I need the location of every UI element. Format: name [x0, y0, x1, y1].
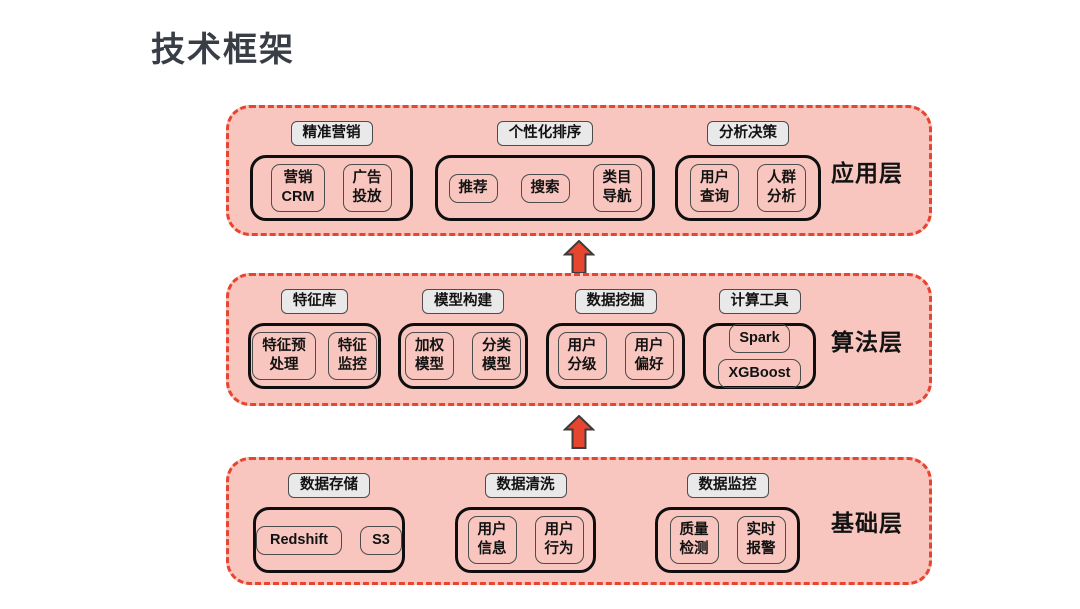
group-label: 数据监控 [686, 473, 769, 499]
item-box: 质量 检测 [669, 516, 719, 564]
group-box: 加权 模型 分类 模型 [398, 323, 528, 390]
group-box: 营销 CRM 广告 投放 [250, 155, 413, 222]
group-label: 计算工具 [718, 289, 801, 315]
item-box: Spark [729, 324, 790, 354]
group-model-building: 模型构建 加权 模型 分类 模型 [398, 289, 528, 390]
item-box: 特征 监控 [327, 332, 377, 380]
group-data-storage: 数据存储 Redshift S3 [253, 473, 405, 574]
item-box: 推荐 [448, 173, 498, 203]
group-box: 用户 查询 人群 分析 [675, 155, 821, 222]
item-box: 分类 模型 [472, 332, 521, 380]
layer-base: 数据存储 Redshift S3 数据清洗 用户 信息 用户 行为 数据监控 质… [226, 457, 932, 585]
item-box: XGBoost [718, 359, 801, 388]
group-data-mining: 数据挖掘 用户 分级 用户 偏好 [546, 289, 685, 390]
group-box: 质量 检测 实时 报警 [655, 507, 800, 574]
item-box: 类目 导航 [592, 164, 642, 212]
group-label: 分析决策 [707, 121, 789, 147]
group-box: 用户 信息 用户 行为 [455, 507, 596, 574]
group-label: 个性化排序 [496, 121, 594, 147]
group-box: 推荐 搜索 类目 导航 [435, 155, 655, 222]
group-label: 模型构建 [422, 289, 504, 315]
layer-algorithm: 特征库 特征预 处理 特征 监控 模型构建 加权 模型 分类 模型 数据挖掘 用… [226, 273, 932, 406]
item-box: 营销 CRM [271, 164, 325, 212]
up-arrow-icon [563, 240, 595, 274]
group-box: Redshift S3 [253, 507, 405, 574]
item-box: 用户 查询 [690, 164, 739, 212]
item-box: S3 [360, 525, 402, 555]
item-box: 特征预 处理 [252, 332, 316, 380]
group-data-cleaning: 数据清洗 用户 信息 用户 行为 [455, 473, 596, 574]
group-feature-store: 特征库 特征预 处理 特征 监控 [248, 289, 381, 390]
group-personalized-ranking: 个性化排序 推荐 搜索 类目 导航 [435, 121, 655, 222]
group-box: 用户 分级 用户 偏好 [546, 323, 685, 390]
group-precision-marketing: 精准营销 营销 CRM 广告 投放 [250, 121, 413, 222]
group-box: 特征预 处理 特征 监控 [248, 323, 381, 390]
item-box: 搜索 [520, 173, 570, 203]
item-box: 人群 分析 [757, 164, 806, 212]
group-data-monitoring: 数据监控 质量 检测 实时 报警 [655, 473, 800, 574]
item-box: 用户 分级 [557, 332, 607, 380]
group-label: 数据挖掘 [574, 289, 657, 315]
item-box: 实时 报警 [736, 516, 786, 564]
item-box: 用户 偏好 [624, 332, 674, 380]
layer-name: 应用层 [831, 159, 903, 186]
page-title: 技术框架 [151, 31, 295, 69]
item-box: 广告 投放 [342, 164, 392, 212]
item-box: 加权 模型 [405, 332, 454, 380]
item-box: Redshift [256, 525, 342, 555]
group-label: 精准营销 [290, 121, 373, 147]
group-box: Spark XGBoost [703, 323, 816, 390]
group-label: 特征库 [280, 289, 349, 315]
item-box: 用户 信息 [467, 516, 517, 564]
group-label: 数据清洗 [484, 473, 567, 499]
layer-name: 基础层 [831, 510, 903, 536]
group-computing-tools: 计算工具 Spark XGBoost [703, 289, 816, 390]
group-label: 数据存储 [288, 473, 370, 499]
layer-name: 算法层 [831, 328, 903, 355]
item-box: 用户 行为 [534, 516, 584, 564]
layer-application: 精准营销 营销 CRM 广告 投放 个性化排序 推荐 搜索 类目 导航 分析决策… [226, 105, 932, 236]
group-analysis-decision: 分析决策 用户 查询 人群 分析 [675, 121, 821, 222]
up-arrow-icon [563, 415, 595, 449]
